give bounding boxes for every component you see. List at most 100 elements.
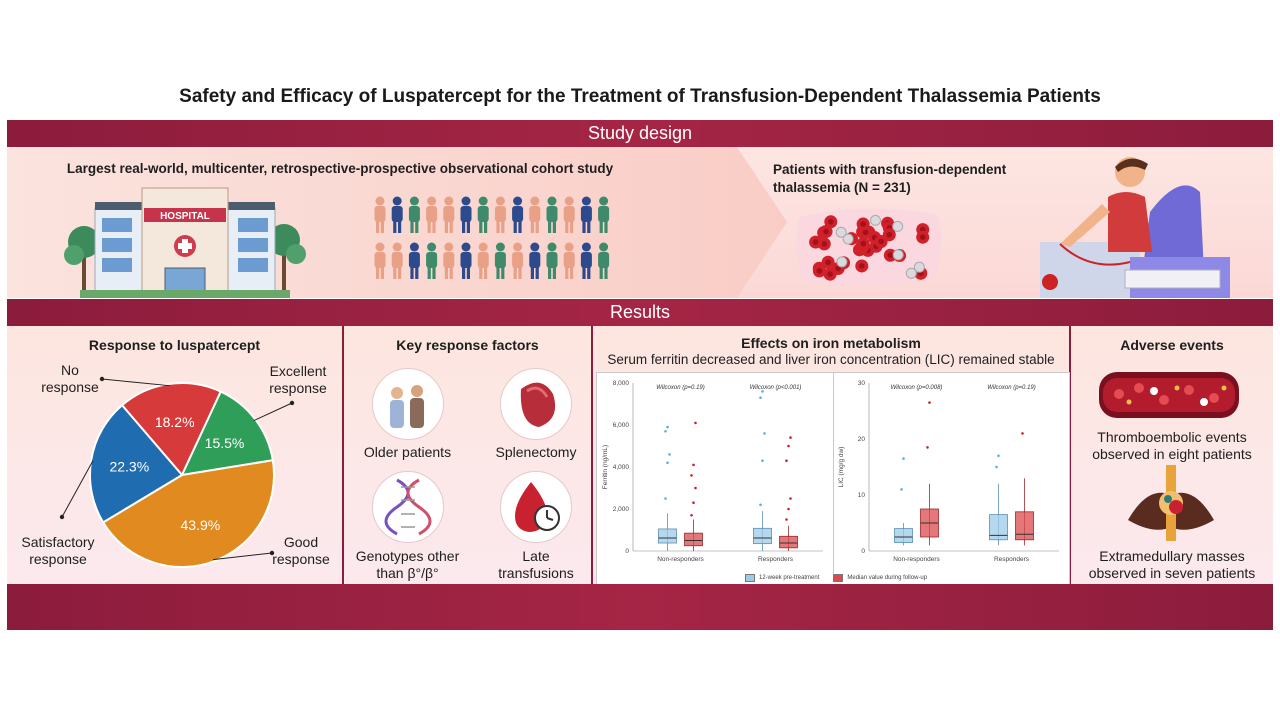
column-divider: [342, 326, 344, 584]
good-response-label-line1: Good: [283, 534, 319, 550]
genotypes-label-line1: Genotypes other: [355, 548, 460, 564]
legend-post-label: Median value during follow-up: [847, 575, 928, 581]
good-response-label-line2: response: [272, 551, 330, 567]
white-cell-icon: [892, 220, 904, 232]
pie-slice: [120, 382, 223, 477]
person-icon: [580, 242, 592, 279]
white-cell-icon: [892, 249, 904, 261]
white-cell-icon: [836, 256, 848, 268]
late-transfusions-label-line1: Late: [522, 548, 550, 564]
outlier-point: [785, 459, 788, 462]
pie-leader-dot: [269, 550, 275, 556]
outlier-point: [690, 474, 693, 477]
spine-mass-icon: [1128, 465, 1214, 541]
test-label: Wilcoxon (p<0.001): [750, 385, 802, 391]
person-icon: [598, 242, 610, 279]
x-category-label: Responders: [758, 556, 794, 563]
box: [753, 527, 772, 545]
pie-leader-dot: [99, 376, 105, 382]
blood-cell-icon: [856, 237, 870, 251]
outlier-point: [789, 436, 792, 439]
pie-slice-label: 22.3%: [109, 459, 149, 475]
person-icon: [426, 242, 438, 279]
outlier-point: [666, 461, 669, 465]
response-pie-chart: 18.2%15.5%43.9%22.3%: [59, 376, 295, 568]
blood-drop-clock-icon: [500, 471, 572, 543]
pie-slice-label: 18.2%: [155, 414, 195, 430]
blood-cell-icon: [809, 235, 823, 249]
blood-cell-icon: [856, 217, 870, 231]
outlier-point: [759, 503, 762, 507]
outlier-point: [997, 454, 1000, 458]
outlier-point: [694, 421, 697, 425]
y-axis-label: Ferritin (ng/mL): [602, 445, 609, 489]
pie-slice: [101, 459, 275, 568]
thromboembolic-text: Thromboembolic events observed in eight …: [1071, 429, 1273, 463]
outlier-point: [694, 486, 697, 490]
response-title: Response to luspatercept: [88, 337, 261, 353]
box: [894, 528, 913, 544]
outlier-point: [926, 446, 929, 449]
tree-left-icon: [64, 226, 100, 290]
outlier-point: [664, 497, 667, 500]
person-icon: [391, 242, 403, 279]
pie-leader-line: [101, 378, 170, 387]
no-response-label-line1: No: [61, 362, 79, 378]
blood-cell-icon: [812, 264, 826, 278]
genotypes-label: Genotypes other than β°/β°: [350, 548, 465, 582]
satisfactory-response-label-line1: Satisfactory: [21, 534, 95, 550]
study-design-label: Study design: [587, 123, 693, 143]
outlier-point: [928, 401, 931, 404]
person-icon: [426, 196, 438, 233]
y-axis-label: LIC (mg/g dw): [838, 447, 845, 488]
y-tick-label: 10: [858, 492, 866, 499]
infographic-title: Safety and Efficacy of Luspatercept for …: [179, 86, 1101, 107]
test-label: Wilcoxon (p=0.008): [891, 385, 943, 391]
y-tick-label: 4,000: [613, 464, 630, 471]
pie-slice-label: 43.9%: [181, 517, 221, 533]
results-label: Results: [609, 302, 671, 322]
person-icon: [546, 242, 558, 279]
outlier-point: [785, 518, 788, 521]
person-icon: [546, 196, 558, 233]
excellent-response-label-line2: response: [269, 380, 327, 396]
box: [658, 528, 677, 544]
person-icon: [408, 242, 420, 279]
blood-vessel-icon: [1099, 372, 1239, 418]
legend-pre-swatch: [745, 574, 755, 582]
x-category-label: Responders: [994, 556, 1030, 563]
no-response-label-line2: response: [41, 379, 99, 395]
person-icon: [563, 242, 575, 279]
no-response-label: No response: [30, 362, 110, 396]
test-label: Wilcoxon (p=0.19): [987, 385, 1035, 391]
y-tick-label: 8,000: [613, 380, 630, 387]
hospital-illustration: HOSPITAL: [64, 187, 306, 298]
outlier-point: [1021, 432, 1024, 435]
outlier-point: [692, 501, 695, 504]
late-transfusions-label-line2: transfusions: [498, 565, 574, 581]
column-divider: [1069, 326, 1071, 584]
patients-line-1: Patients with transfusion-dependent: [773, 162, 1007, 177]
person-icon: [460, 242, 472, 279]
person-icon: [477, 242, 489, 279]
results-header: Results: [7, 299, 1273, 326]
charts-divider: [833, 373, 834, 573]
pie-leader-line: [61, 460, 94, 518]
blood-cell-icon: [874, 234, 888, 248]
outlier-point: [995, 465, 998, 469]
adverse-column: [1071, 326, 1273, 584]
person-icon: [374, 242, 386, 279]
outlier-point: [787, 444, 790, 448]
x-category-label: Non-responders: [657, 556, 704, 563]
excellent-response-label: Excellent response: [258, 363, 338, 397]
person-icon: [529, 242, 541, 279]
study-design-header: Study design: [7, 120, 1273, 147]
iv-line-icon: [1059, 243, 1131, 266]
person-icon: [494, 196, 506, 233]
satisfactory-response-label-line2: response: [29, 551, 87, 567]
y-tick-label: 0: [861, 548, 865, 555]
boxplot-legend: 12-week pre-treatment Median value durin…: [745, 574, 927, 582]
white-cell-icon: [905, 267, 917, 279]
